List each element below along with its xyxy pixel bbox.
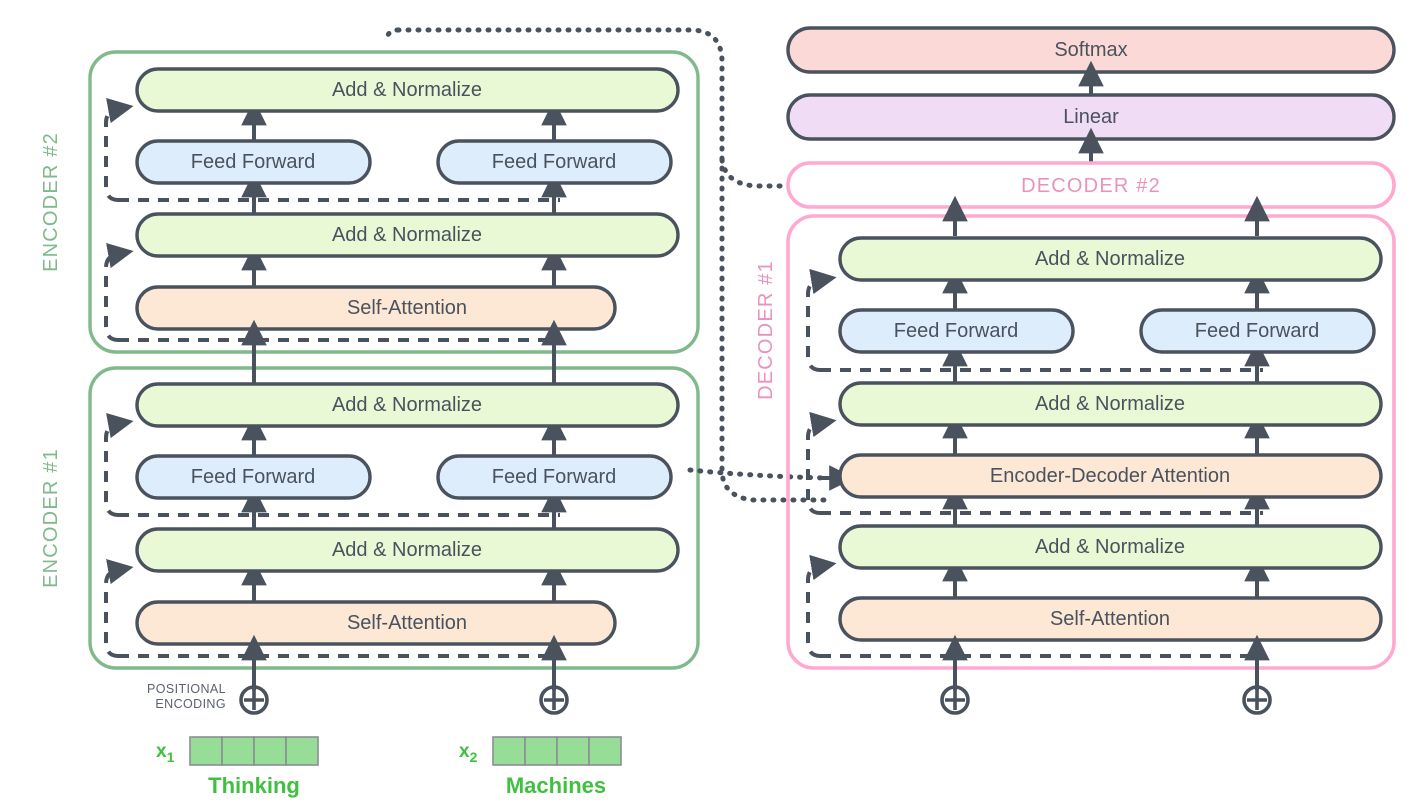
dec1-add-normalize-lower-label: Add & Normalize (1035, 536, 1185, 558)
dec1-feed-forward-right[interactable]: Feed Forward (1139, 308, 1376, 354)
softmax-block[interactable]: Softmax (786, 26, 1396, 74)
dec1-add-normalize-lower[interactable]: Add & Normalize (838, 524, 1383, 570)
dotted-encoder-output-main (395, 27, 829, 503)
enc1-self-attention-label: Self-Attention (347, 612, 467, 634)
residual-enc2-lower-curve (104, 242, 134, 342)
residual-dec1-top-curve (806, 268, 837, 372)
enc1-feed-forward-left[interactable]: Feed Forward (135, 454, 372, 500)
enc2-self-attention-label: Self-Attention (347, 297, 467, 319)
encoder-positional-plus-1 (239, 685, 269, 715)
decoder-positional-plus-2 (1242, 685, 1272, 715)
dec1-encoder-decoder-attention[interactable]: Encoder-Decoder Attention (838, 453, 1383, 499)
enc1-add-normalize-lower[interactable]: Add & Normalize (135, 527, 680, 573)
dec1-self-attention[interactable]: Self-Attention (838, 596, 1383, 642)
dotted-link-to-decoder2 (719, 157, 847, 202)
enc1-add-normalize-upper[interactable]: Add & Normalize (135, 382, 680, 428)
enc1-self-attention[interactable]: Self-Attention (135, 600, 617, 646)
dec1-self-attention-label: Self-Attention (1050, 608, 1170, 630)
dotted-encoder-output-tail (383, 27, 401, 43)
residual-enc1-lower-curve (104, 558, 134, 658)
encoder-1-label: ENCODER #1 (40, 448, 62, 588)
positional-encoding-label-line1: POSITIONAL (147, 682, 226, 696)
dec1-add-normalize-mid-label: Add & Normalize (1035, 393, 1185, 415)
decoder-positional-plus-1 (940, 685, 970, 715)
residual-dec1-mid-curve (806, 411, 837, 515)
token-2-var: x2 (459, 741, 478, 765)
dec1-encoder-decoder-attention-label: Encoder-Decoder Attention (990, 465, 1230, 487)
decoder-1-border (786, 214, 1396, 670)
encoder-1-border (88, 366, 700, 670)
enc1-feed-forward-right[interactable]: Feed Forward (436, 454, 673, 500)
softmax-label: Softmax (1054, 39, 1127, 61)
dec1-feed-forward-left-label: Feed Forward (894, 320, 1019, 342)
enc2-self-attention[interactable]: Self-Attention (135, 285, 617, 331)
token-1-var: x1 (156, 741, 175, 765)
encoder-block-1[interactable]: ENCODER #1 Self-Attention Add & Normaliz… (40, 366, 700, 670)
enc1-feed-forward-left-label: Feed Forward (191, 466, 316, 488)
encoder-positional-plus-2 (539, 685, 569, 715)
token-2-word: Machines (506, 773, 606, 798)
dec1-feed-forward-left[interactable]: Feed Forward (838, 308, 1075, 354)
token-1-cell-1 (221, 736, 255, 766)
token-1-cell-3 (285, 736, 319, 766)
token-1-word: Thinking (208, 773, 300, 798)
residual-enc1-upper-curve (104, 412, 134, 517)
linear-block[interactable]: Linear (786, 93, 1396, 141)
enc2-add-normalize-lower[interactable]: Add & Normalize (135, 212, 680, 258)
token-1-cell-0 (189, 736, 223, 766)
decoder-2-label: DECODER #2 (1021, 175, 1161, 197)
enc2-add-normalize-upper[interactable]: Add & Normalize (135, 67, 680, 113)
enc1-feed-forward-right-label: Feed Forward (492, 466, 617, 488)
enc2-feed-forward-left-label: Feed Forward (191, 151, 316, 173)
token-2-cell-0 (492, 736, 526, 766)
enc2-feed-forward-right-label: Feed Forward (492, 151, 617, 173)
token-1-embedding: x1 Thinking (156, 736, 319, 798)
dotted-link-to-encdec-attn (687, 467, 829, 481)
token-2-cell-2 (556, 736, 590, 766)
dec1-add-normalize-mid[interactable]: Add & Normalize (838, 381, 1383, 427)
token-2-embedding: x2 Machines (459, 736, 622, 798)
enc2-feed-forward-left[interactable]: Feed Forward (135, 139, 372, 185)
enc2-feed-forward-right[interactable]: Feed Forward (436, 139, 673, 185)
decoder-block-2[interactable]: DECODER #2 (786, 161, 1396, 209)
dec1-add-normalize-upper-label: Add & Normalize (1035, 248, 1185, 270)
residual-enc2-upper-curve (104, 97, 134, 202)
dec1-add-normalize-upper[interactable]: Add & Normalize (838, 236, 1383, 282)
encoder-2-label: ENCODER #2 (40, 132, 62, 272)
token-1-cell-2 (253, 736, 287, 766)
residual-dec1-bottom-curve (806, 554, 837, 658)
linear-label: Linear (1063, 106, 1119, 128)
encoder-2-border (88, 50, 700, 354)
encoder-block-2[interactable]: ENCODER #2 Self-Attention Add & Normaliz… (40, 50, 700, 354)
enc1-add-normalize-upper-label: Add & Normalize (332, 394, 482, 416)
decoder-block-1[interactable]: DECODER #1 Self-Attention (755, 195, 1396, 670)
decoder-1-label: DECODER #1 (755, 260, 777, 400)
enc2-add-normalize-upper-label: Add & Normalize (332, 79, 482, 101)
dec1-feed-forward-right-label: Feed Forward (1195, 320, 1320, 342)
enc1-add-normalize-lower-label: Add & Normalize (332, 539, 482, 561)
token-2-cell-1 (524, 736, 558, 766)
token-2-cell-3 (588, 736, 622, 766)
positional-encoding-label-line2: ENCODING (155, 697, 226, 711)
enc2-add-normalize-lower-label: Add & Normalize (332, 224, 482, 246)
